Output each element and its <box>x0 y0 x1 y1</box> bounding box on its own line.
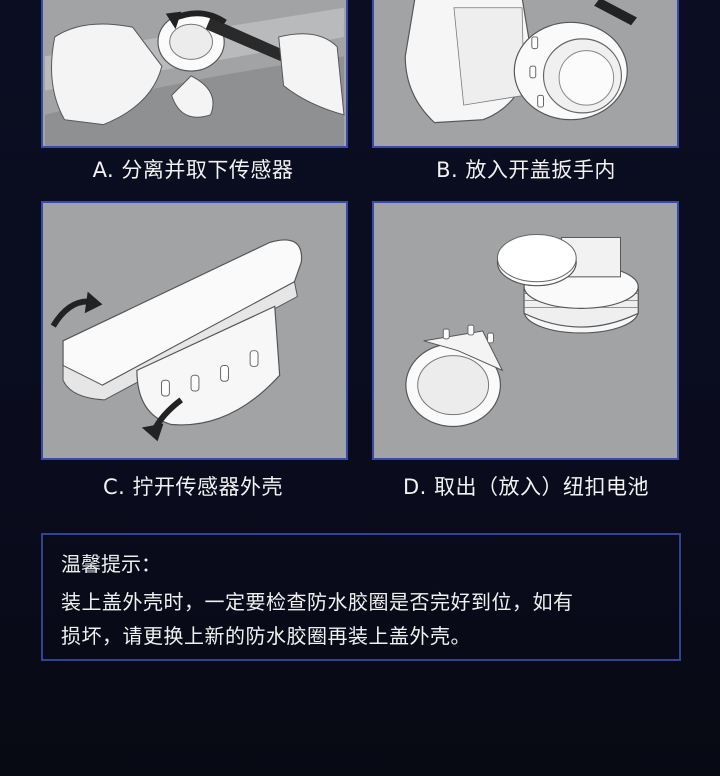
step-d-image <box>372 201 679 460</box>
step-c-caption: C. 拧开传感器外壳 <box>102 475 283 499</box>
tip-title: 温馨提示： <box>61 552 161 576</box>
step-b-illustration <box>376 0 675 146</box>
tip-box: 温馨提示： 装上盖外壳时，一定要检查防水胶圈是否完好到位，如有 损坏，请更换上新… <box>41 533 681 661</box>
tip-line-2: 损坏，请更换上新的防水胶圈再装上盖外壳。 <box>61 624 471 648</box>
step-a-image <box>41 0 348 148</box>
step-b-image <box>372 0 679 148</box>
step-c-illustration <box>43 203 346 458</box>
step-a-caption: A. 分离并取下传感器 <box>92 158 294 182</box>
step-d-caption: D. 取出（放入）纽扣电池 <box>402 475 650 499</box>
tip-line-1: 装上盖外壳时，一定要检查防水胶圈是否完好到位，如有 <box>61 590 574 614</box>
step-a-illustration <box>45 0 345 146</box>
tip-body: 装上盖外壳时，一定要检查防水胶圈是否完好到位，如有 损坏，请更换上新的防水胶圈再… <box>61 585 661 653</box>
step-c-image <box>41 201 348 460</box>
step-b-caption: B. 放入开盖扳手内 <box>436 158 616 182</box>
step-d-illustration <box>374 203 677 458</box>
